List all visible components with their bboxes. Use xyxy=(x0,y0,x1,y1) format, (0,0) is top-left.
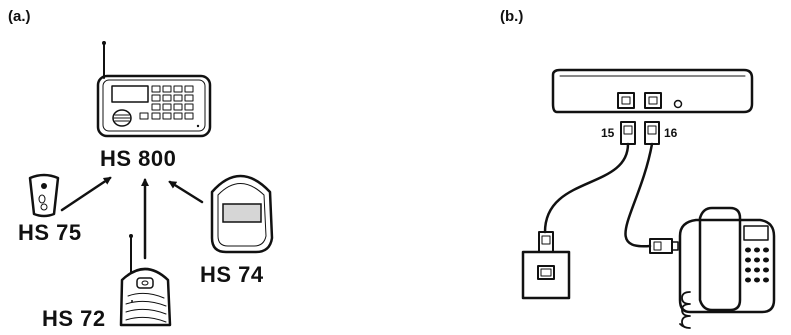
hs800-label: HS 800 xyxy=(100,146,177,171)
hs72-label: HS 72 xyxy=(42,306,106,331)
jack-16-label: 16 xyxy=(664,126,678,140)
panel-b-label: (b.) xyxy=(500,8,524,25)
telephone-plug-drawing xyxy=(649,238,679,254)
cord-to-telephone xyxy=(624,142,654,248)
panel-a-label: (a.) xyxy=(8,8,31,25)
hs74-motion-sensor-drawing xyxy=(210,174,274,254)
hs74-label: HS 74 xyxy=(200,262,264,287)
phone-plugs-drawing xyxy=(620,121,660,145)
telephone-drawing xyxy=(678,206,776,329)
base-unit-drawing xyxy=(551,68,754,114)
cord-to-wall-jack xyxy=(543,142,630,234)
wall-jack-drawing xyxy=(521,231,571,300)
arrow-hs75-to-hs800 xyxy=(60,176,112,212)
jack-15-label: 15 xyxy=(601,126,615,140)
hs800-unit-drawing xyxy=(96,41,212,138)
hs75-remote-drawing xyxy=(28,173,60,218)
arrow-hs74-to-hs800 xyxy=(168,180,204,204)
hs72-door-sensor-drawing xyxy=(119,234,172,327)
hs75-label: HS 75 xyxy=(18,220,82,245)
